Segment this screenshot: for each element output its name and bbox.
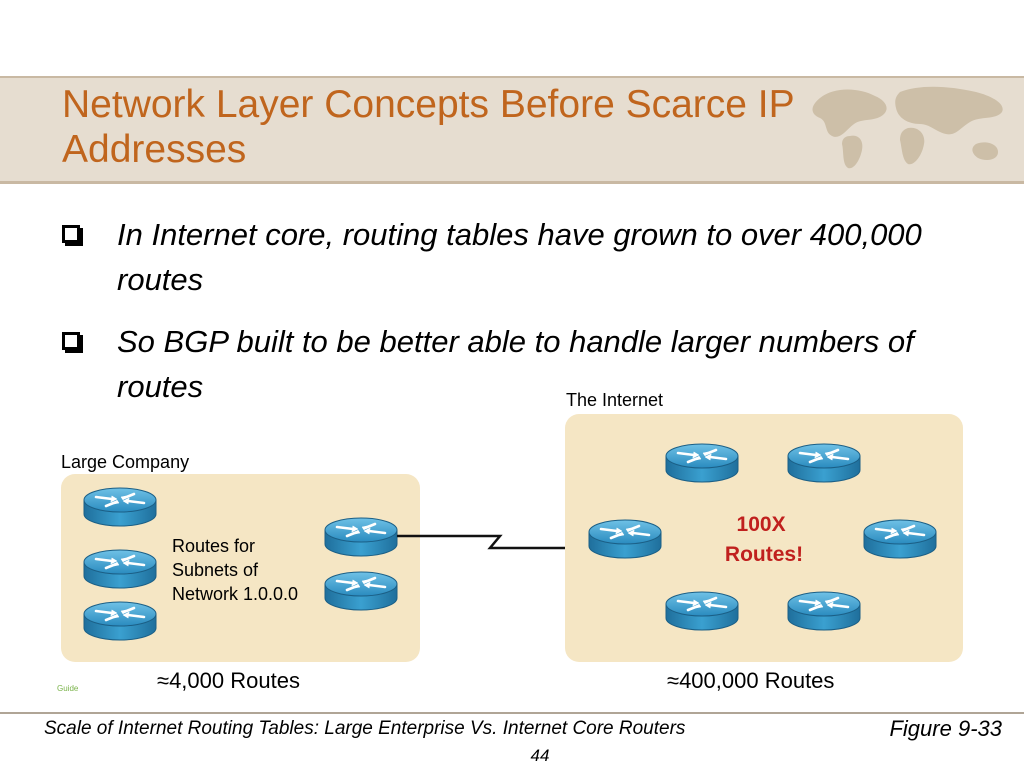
bullet-text: In Internet core, routing tables have gr… <box>117 217 922 297</box>
slide-title: Network Layer Concepts Before Scarce IP … <box>62 83 794 171</box>
large-company-label: Large Company <box>61 452 189 472</box>
figure-number: Figure 9-33 <box>889 716 1002 741</box>
world-map-decoration <box>812 86 1003 169</box>
checkbox-bullet-icon <box>62 225 80 243</box>
internet-label: The Internet <box>566 390 663 410</box>
callout-text: 100X Routes! <box>725 513 803 566</box>
bullet-list: In Internet core, routing tables have gr… <box>62 212 982 426</box>
title-band-bottom-rule <box>0 181 1024 184</box>
company-routes-text: Routes for Subnets of Network 1.0.0.0 <box>172 536 298 604</box>
router-icon <box>786 590 862 632</box>
router-icon <box>323 516 399 558</box>
bullet-text: So BGP built to be better able to handle… <box>117 324 914 404</box>
figure-caption: Scale of Internet Routing Tables: Large … <box>44 718 686 739</box>
router-icon <box>862 518 938 560</box>
bullet-item: In Internet core, routing tables have gr… <box>62 212 982 302</box>
serial-link <box>397 534 590 550</box>
router-icon <box>82 600 158 642</box>
router-icon <box>82 548 158 590</box>
company-routes-line: Network 1.0.0.0 <box>172 584 298 604</box>
page-number: 44 <box>530 746 550 765</box>
router-icon <box>82 486 158 528</box>
router-icon <box>664 442 740 484</box>
router-icon <box>587 518 663 560</box>
router-icon <box>786 442 862 484</box>
company-routes-line: Routes for <box>172 536 255 556</box>
title-band-top-rule <box>0 76 1024 79</box>
bullet-item: So BGP built to be better able to handle… <box>62 319 982 409</box>
internet-zone <box>565 414 963 662</box>
guide-label: Guide <box>57 684 79 693</box>
internet-route-count: ≈400,000 Routes <box>667 668 834 693</box>
router-icon <box>323 570 399 612</box>
footer-rule <box>0 712 1024 714</box>
checkbox-bullet-icon <box>62 332 80 350</box>
callout-line: 100X <box>737 513 786 536</box>
callout-line: Routes! <box>725 543 803 566</box>
router-icon <box>664 590 740 632</box>
company-route-count: ≈4,000 Routes <box>157 668 300 693</box>
company-routes-line: Subnets of <box>172 560 259 580</box>
